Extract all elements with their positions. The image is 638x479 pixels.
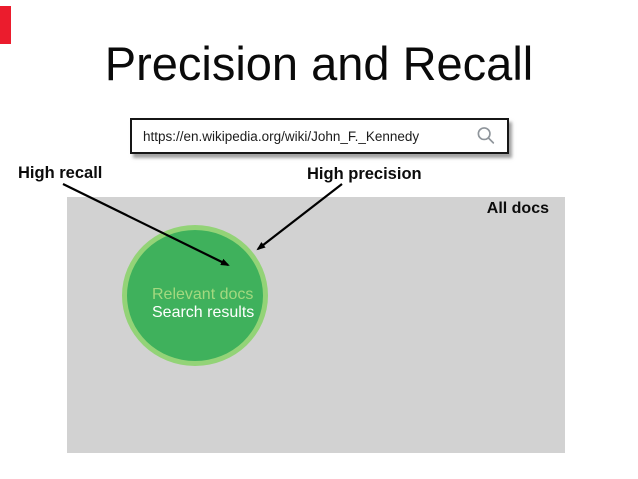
- red-accent-bar: [0, 6, 11, 44]
- high-recall-label: High recall: [18, 164, 103, 182]
- high-precision-label: High precision: [307, 165, 422, 183]
- relevant-docs-label: Relevant docs: [152, 286, 254, 303]
- all-docs-label: All docs: [486, 200, 549, 217]
- slide-title: Precision and Recall: [104, 37, 534, 90]
- url-text[interactable]: https://en.wikipedia.org/wiki/John_F._Ke…: [143, 128, 420, 144]
- search-results-label: Search results: [152, 304, 255, 321]
- search-bar[interactable]: https://en.wikipedia.org/wiki/John_F._Ke…: [130, 118, 509, 154]
- search-icon[interactable]: [475, 125, 497, 147]
- circle-text-block: Relevant docs Search results: [152, 286, 254, 322]
